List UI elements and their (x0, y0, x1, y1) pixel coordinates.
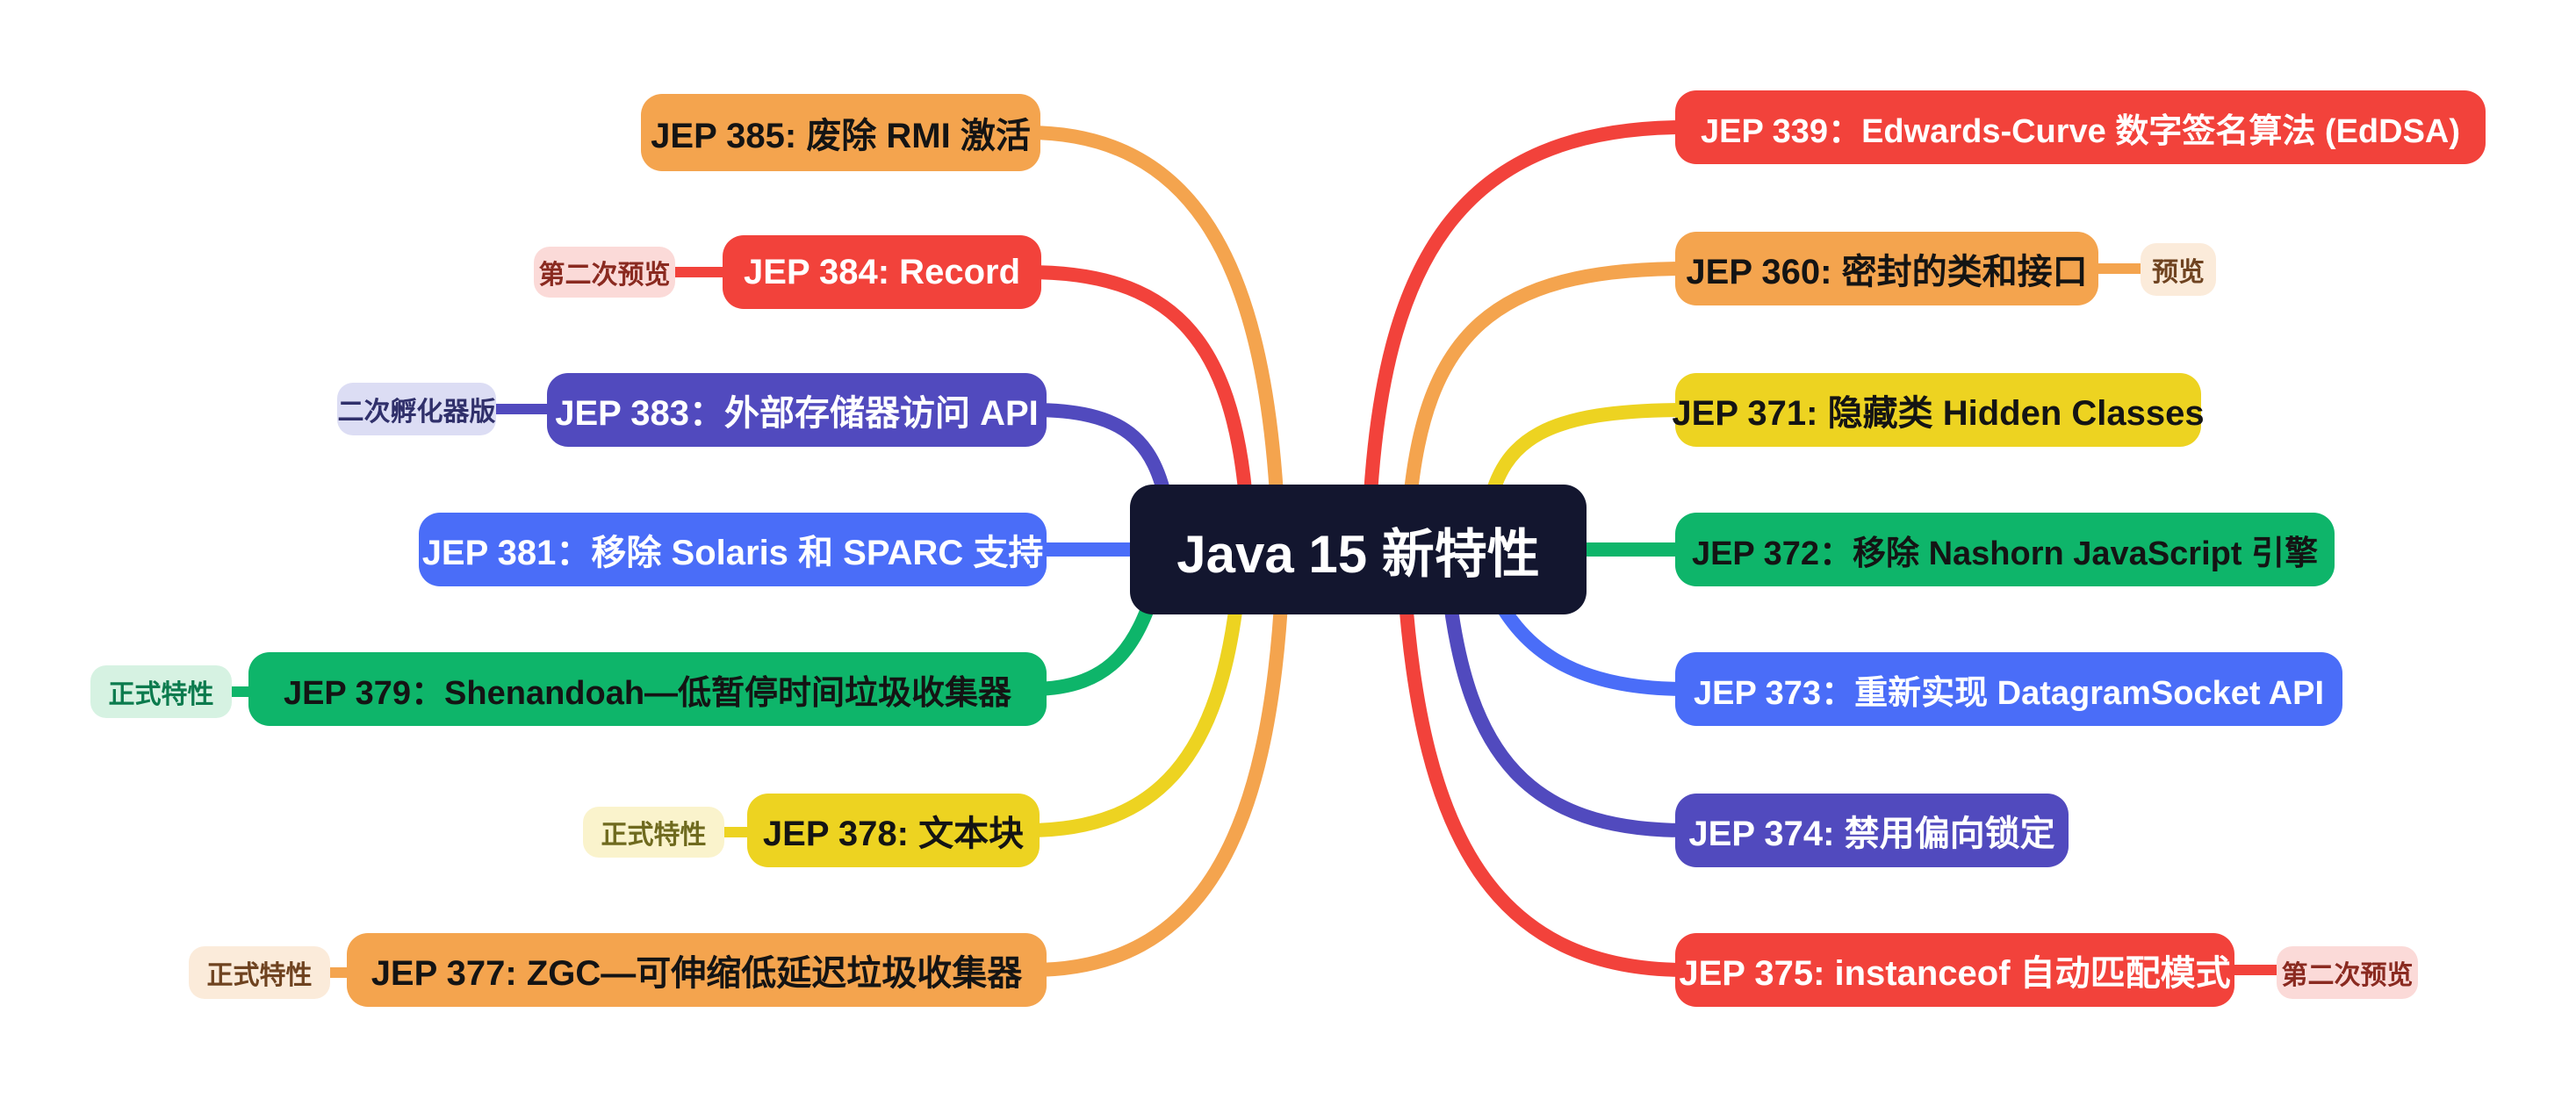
node-jep-373[interactable]: JEP 373：重新实现 DatagramSocket API (1675, 652, 2342, 726)
node-jep-384[interactable]: JEP 384: Record (723, 235, 1041, 309)
tag-jep-383-incubator[interactable]: 二次孵化器版 (337, 383, 496, 435)
root-node-java15[interactable]: Java 15 新特性 (1130, 485, 1587, 614)
connector-jep-371 (1481, 403, 1693, 516)
node-jep-383[interactable]: JEP 383：外部存储器访问 API (547, 373, 1047, 447)
connector-jep-385 (1020, 126, 1284, 516)
node-jep-385[interactable]: JEP 385: 废除 RMI 激活 (641, 94, 1040, 171)
connector-jep-384 (1020, 265, 1254, 516)
tag-jep-375-second-preview[interactable]: 第二次预览 (2277, 946, 2418, 999)
tag-jep-360-preview[interactable]: 预览 (2141, 243, 2216, 296)
tag-jep-379-final[interactable]: 正式特性 (90, 665, 232, 718)
node-jep-379[interactable]: JEP 379：Shenandoah—低暂停时间垃圾收集器 (248, 652, 1047, 726)
connector-jep-374 (1442, 583, 1693, 837)
connector-jep-339 (1363, 120, 1693, 516)
connector-jep-377 (1025, 583, 1289, 977)
tag-jep-384-second-preview[interactable]: 第二次预览 (534, 247, 675, 298)
tag-jep-378-final[interactable]: 正式特性 (583, 807, 724, 858)
tag-jep-377-final[interactable]: 正式特性 (189, 946, 330, 999)
node-jep-371[interactable]: JEP 371: 隐藏类 Hidden Classes (1672, 373, 2205, 447)
node-jep-339[interactable]: JEP 339：Edwards-Curve 数字签名算法 (EdDSA) (1675, 90, 2486, 164)
connector-jep-375 (1398, 583, 1693, 977)
connector-jep-360 (1402, 262, 1693, 516)
node-jep-375[interactable]: JEP 375: instanceof 自动匹配模式 (1675, 933, 2234, 1007)
node-jep-374[interactable]: JEP 374: 禁用偏向锁定 (1675, 794, 2069, 867)
node-jep-381[interactable]: JEP 381：移除 Solaris 和 SPARC 支持 (419, 513, 1047, 586)
node-jep-372[interactable]: JEP 372：移除 Nashorn JavaScript 引擎 (1675, 513, 2335, 586)
node-jep-378[interactable]: JEP 378: 文本块 (747, 794, 1040, 867)
node-jep-377[interactable]: JEP 377: ZGC—可伸缩低延迟垃圾收集器 (347, 933, 1047, 1007)
node-jep-360[interactable]: JEP 360: 密封的类和接口 (1675, 232, 2098, 305)
connector-jep-378 (1020, 583, 1245, 837)
